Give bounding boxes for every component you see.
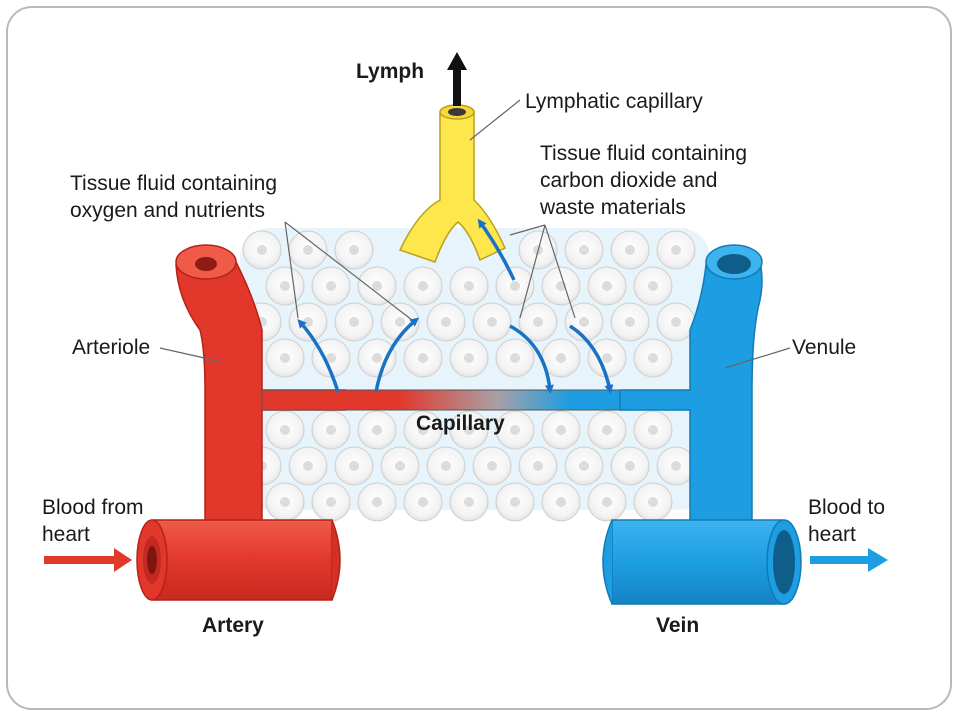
cell-nucleus (395, 317, 405, 327)
cell-nucleus (648, 425, 658, 435)
cell-nucleus (671, 317, 681, 327)
vein (602, 519, 802, 605)
cell-nucleus (395, 461, 405, 471)
cell-nucleus (418, 497, 428, 507)
cell-nucleus (533, 461, 543, 471)
cell-nucleus (487, 461, 497, 471)
cell-nucleus (303, 461, 313, 471)
fluid-in-arrow-1 (509, 324, 554, 394)
cell-nucleus (280, 353, 290, 363)
cell-nucleus (602, 281, 612, 291)
cell-nucleus (418, 353, 428, 363)
arteriole-label: Arteriole (72, 336, 151, 359)
cell-nucleus (510, 353, 520, 363)
fluid-out-arrow-1 (297, 319, 340, 393)
cell-nucleus (625, 317, 635, 327)
cell-nucleus (326, 497, 336, 507)
lymphatic-capillary-label: Lymphatic capillary (525, 90, 703, 113)
leader-lines (159, 99, 791, 369)
cell-nucleus (372, 281, 382, 291)
cell-nucleus (602, 425, 612, 435)
arteriole (175, 244, 346, 541)
cell-nucleus (579, 317, 589, 327)
cell-nucleus (326, 425, 336, 435)
lymph-arrow (447, 52, 467, 106)
fluid-to-lymph-arrow (477, 218, 516, 281)
vein-label: Vein (656, 614, 700, 637)
cell-nucleus (625, 245, 635, 255)
blood-to-heart-label: Blood to heart (808, 496, 886, 546)
cell-nucleus (648, 281, 658, 291)
cell-nucleus (349, 317, 359, 327)
cell-nucleus (464, 497, 474, 507)
cell-nucleus (510, 497, 520, 507)
cell-nucleus (372, 425, 382, 435)
cell-nucleus (303, 245, 313, 255)
tissue-fluid-waste-label: Tissue fluid containing carbon dioxide a… (540, 142, 748, 219)
tissue-cells (240, 228, 710, 522)
venule-label: Venule (792, 336, 857, 359)
cell-nucleus (533, 317, 543, 327)
cell-nucleus (349, 461, 359, 471)
capillary-label: Capillary (416, 412, 505, 435)
cell-nucleus (579, 245, 589, 255)
lymph-label: Lymph (356, 60, 425, 83)
cell-nucleus (280, 497, 290, 507)
cell-nucleus (372, 353, 382, 363)
cell-nucleus (280, 425, 290, 435)
cell-nucleus (441, 461, 451, 471)
blood-to-heart-arrow (810, 548, 888, 572)
tissue-fluid-oxygen-label: Tissue fluid containing oxygen and nutri… (70, 172, 278, 222)
cell-nucleus (326, 281, 336, 291)
cell-nucleus (464, 281, 474, 291)
blood-from-heart-arrow (44, 548, 132, 572)
cell-nucleus (671, 245, 681, 255)
cell-nucleus (648, 497, 658, 507)
cell-nucleus (418, 281, 428, 291)
blood-from-heart-label: Blood from heart (42, 496, 144, 546)
cell-nucleus (625, 461, 635, 471)
cell-nucleus (556, 425, 566, 435)
cell-nucleus (441, 317, 451, 327)
cell-nucleus (648, 353, 658, 363)
cell-nucleus (280, 281, 290, 291)
fluid-in-arrow-2 (569, 324, 614, 394)
cell-nucleus (671, 461, 681, 471)
cell-nucleus (510, 425, 520, 435)
cell-nucleus (602, 353, 612, 363)
venule (619, 244, 763, 541)
cell-nucleus (556, 353, 566, 363)
cell-nucleus (372, 497, 382, 507)
fluid-flow-arrows (297, 218, 614, 394)
cell-nucleus (579, 461, 589, 471)
cell-nucleus (487, 317, 497, 327)
cell-nucleus (602, 497, 612, 507)
cell-nucleus (326, 353, 336, 363)
cell-nucleus (257, 245, 267, 255)
cell-nucleus (464, 425, 474, 435)
cell-nucleus (418, 425, 428, 435)
cell-nucleus (510, 281, 520, 291)
artery-label: Artery (202, 614, 264, 637)
cell-nucleus (464, 353, 474, 363)
artery (136, 519, 341, 601)
cell-nucleus (349, 245, 359, 255)
fluid-out-arrow-2 (374, 317, 420, 393)
cell-nucleus (556, 497, 566, 507)
